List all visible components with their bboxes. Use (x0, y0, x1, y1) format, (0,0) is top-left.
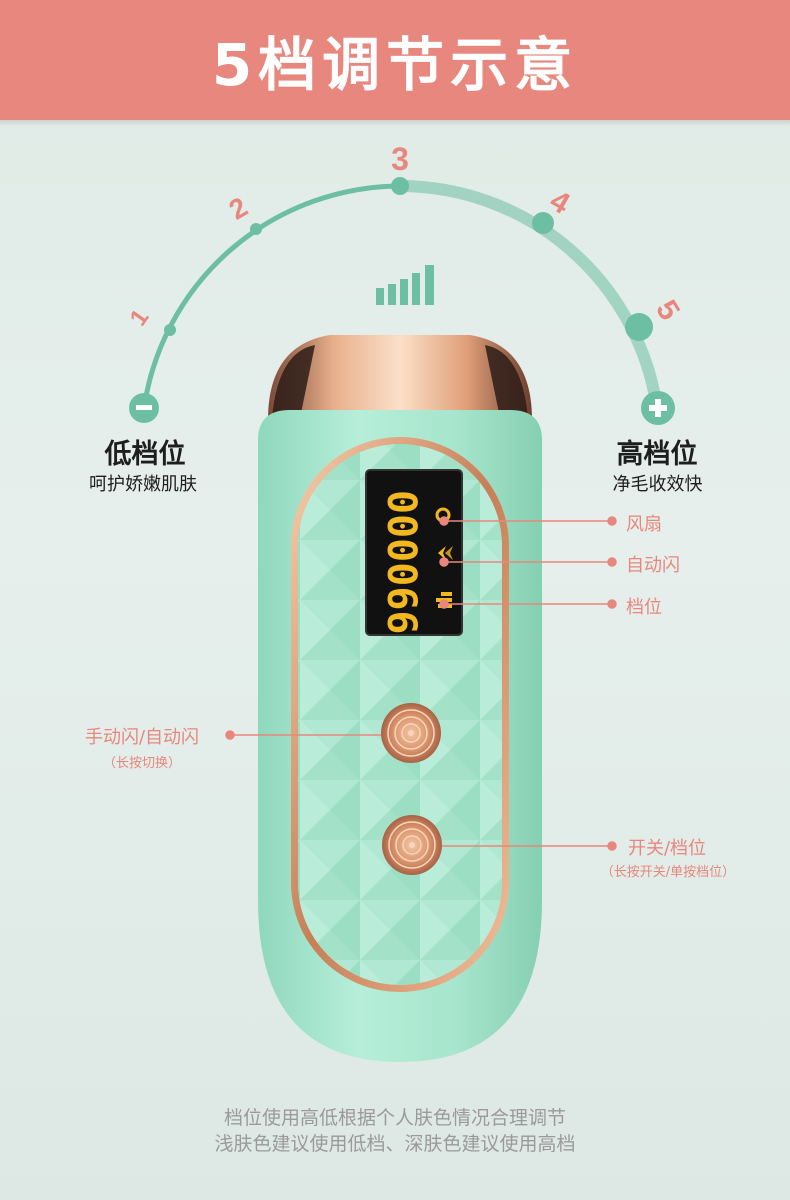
power-button-hint: （长按开关/单按档位） (600, 865, 736, 880)
level-label: 档位 (626, 597, 662, 618)
dial-arc-low (141, 183, 401, 409)
dial-dot-5 (625, 313, 653, 341)
power-button[interactable] (382, 815, 442, 875)
dial-level-2: 2 (224, 191, 253, 226)
dial-dot-4 (532, 212, 554, 234)
mode-button[interactable] (381, 703, 441, 763)
dial-level-3: 3 (391, 141, 409, 177)
dial-dot-2 (250, 223, 262, 235)
lamp-head (268, 335, 532, 420)
dial-level-5: 5 (649, 294, 686, 326)
high-level-title: 高档位 (616, 439, 698, 470)
page-title: 5档调节示意 (211, 31, 579, 99)
dial-level-1: 1 (125, 304, 155, 330)
banner-shadow (0, 120, 790, 126)
signal-strength-icon (376, 265, 434, 305)
high-level-subtitle: 净毛收效快 (612, 474, 703, 495)
footer-line-2: 浅肤色建议使用低档、深肤色建议使用高档 (214, 1133, 576, 1155)
low-level-title: 低档位 (104, 439, 186, 470)
auto-flash-label: 自动闪 (626, 555, 680, 576)
dial-arc-high (394, 180, 663, 414)
footer-line-1: 档位使用高低根据个人肤色情况合理调节 (223, 1107, 566, 1129)
low-level-subtitle: 呵护娇嫩肌肤 (89, 474, 197, 495)
title-banner: 5档调节示意 (0, 0, 790, 120)
power-button-label: 开关/档位 (627, 838, 707, 859)
fan-label: 风扇 (626, 514, 662, 535)
dial-dot-3 (391, 177, 409, 195)
mode-button-hint: （长按切换） (102, 756, 181, 771)
auto-flash-display-icon (438, 546, 453, 560)
flash-counter: 000066 (378, 490, 424, 635)
mode-button-label: 手动闪/自动闪 (84, 727, 200, 748)
dial-dot-1 (164, 324, 176, 336)
